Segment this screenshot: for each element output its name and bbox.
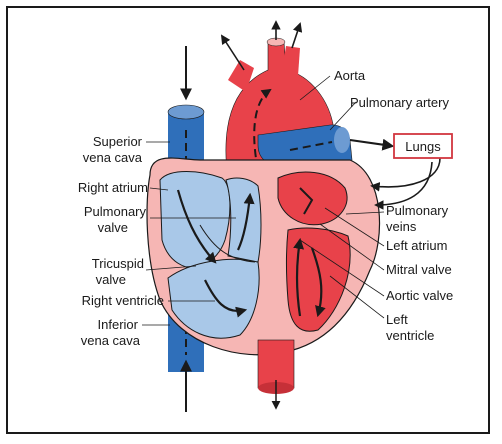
aorta-label: Aorta [334,68,366,83]
pulmonary-valve-label-2: valve [98,220,128,235]
lungs-box: Lungs [394,134,452,158]
inferior-vena-cava-label-1: Inferior [98,317,139,332]
left-ventricle-label-2: ventricle [386,328,434,343]
superior-vena-cava-label-1: Superior [93,134,143,149]
right-heart-chambers [160,172,261,339]
tricuspid-valve-label-2: valve [96,272,126,287]
pulmonary-veins-label-1: Pulmonary [386,203,449,218]
tricuspid-valve-label-1: Tricuspid [92,256,144,271]
inferior-vena-cava-label-2: vena cava [81,333,141,348]
descending-aorta [258,340,294,408]
right-atrium-label: Right atrium [78,180,148,195]
superior-vena-cava-label-2: vena cava [83,150,143,165]
left-atrium-label: Left atrium [386,238,447,253]
left-ventricle-label-1: Left [386,312,408,327]
pulmonary-veins-label-2: veins [386,219,417,234]
pulmonary-valve-label-1: Pulmonary [84,204,147,219]
right-ventricle-label: Right ventricle [82,293,164,308]
pulmonary-artery-label: Pulmonary artery [350,95,449,110]
mitral-valve-label: Mitral valve [386,262,452,277]
aortic-valve-label: Aortic valve [386,288,453,303]
lungs-label: Lungs [405,139,441,154]
